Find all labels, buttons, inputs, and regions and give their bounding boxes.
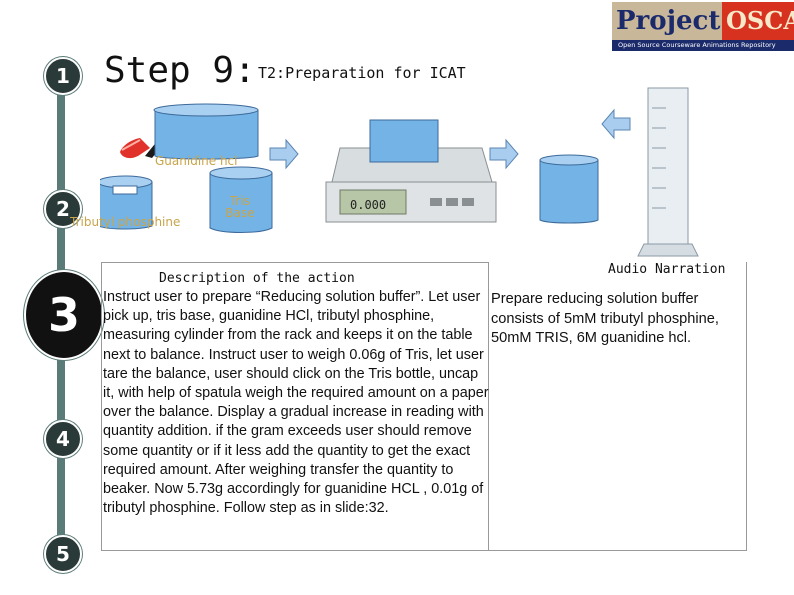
audio-header: Audio Narration (608, 262, 726, 277)
table-column-divider (488, 262, 489, 550)
audio-body: Prepare reducing solution buffer consist… (491, 291, 719, 346)
lab-illustration (100, 87, 699, 257)
timeline-step-2[interactable]: 2 (44, 190, 82, 228)
measuring-cylinder-icon[interactable] (637, 87, 699, 257)
label-tributyl: Tributyl phosphine (70, 215, 181, 229)
project-oscar-logo: Project OSCAR Open Source Courseware Ani… (612, 0, 794, 52)
arrow-left-icon (601, 108, 631, 140)
logo-tagline: Open Source Courseware Animations Reposi… (612, 40, 794, 51)
table-top-rule (102, 262, 488, 263)
step-title: Step 9: (104, 50, 256, 91)
description-table (101, 262, 747, 551)
page-subtitle: T2:Preparation for ICAT (258, 64, 466, 82)
label-guanidine: Guanidine hcl (155, 154, 238, 168)
timeline-step-5[interactable]: 5 (44, 535, 82, 573)
arrow-right-icon (269, 138, 299, 170)
weigh-paper-icon[interactable] (369, 119, 439, 163)
tris-bottle-icon[interactable] (209, 166, 273, 233)
guanidine-beaker-icon[interactable] (153, 103, 259, 160)
label-tris: Tris Base (225, 194, 255, 220)
balance-readout: 0.000 (350, 198, 387, 212)
timeline-step-1[interactable]: 1 (44, 57, 82, 95)
timeline-step-4[interactable]: 4 (44, 420, 82, 458)
beaker-icon[interactable] (539, 154, 599, 224)
logo-word-project: Project (612, 2, 722, 40)
description-body: Instruct user to prepare “Reducing solut… (103, 289, 489, 517)
logo-word-oscar: OSCAR (722, 2, 794, 40)
arrow-right-icon-2 (489, 138, 519, 170)
tributyl-bottle-icon[interactable] (100, 175, 153, 230)
timeline-step-3-active[interactable]: 3 (24, 270, 104, 360)
description-header: Description of the action (159, 271, 355, 286)
